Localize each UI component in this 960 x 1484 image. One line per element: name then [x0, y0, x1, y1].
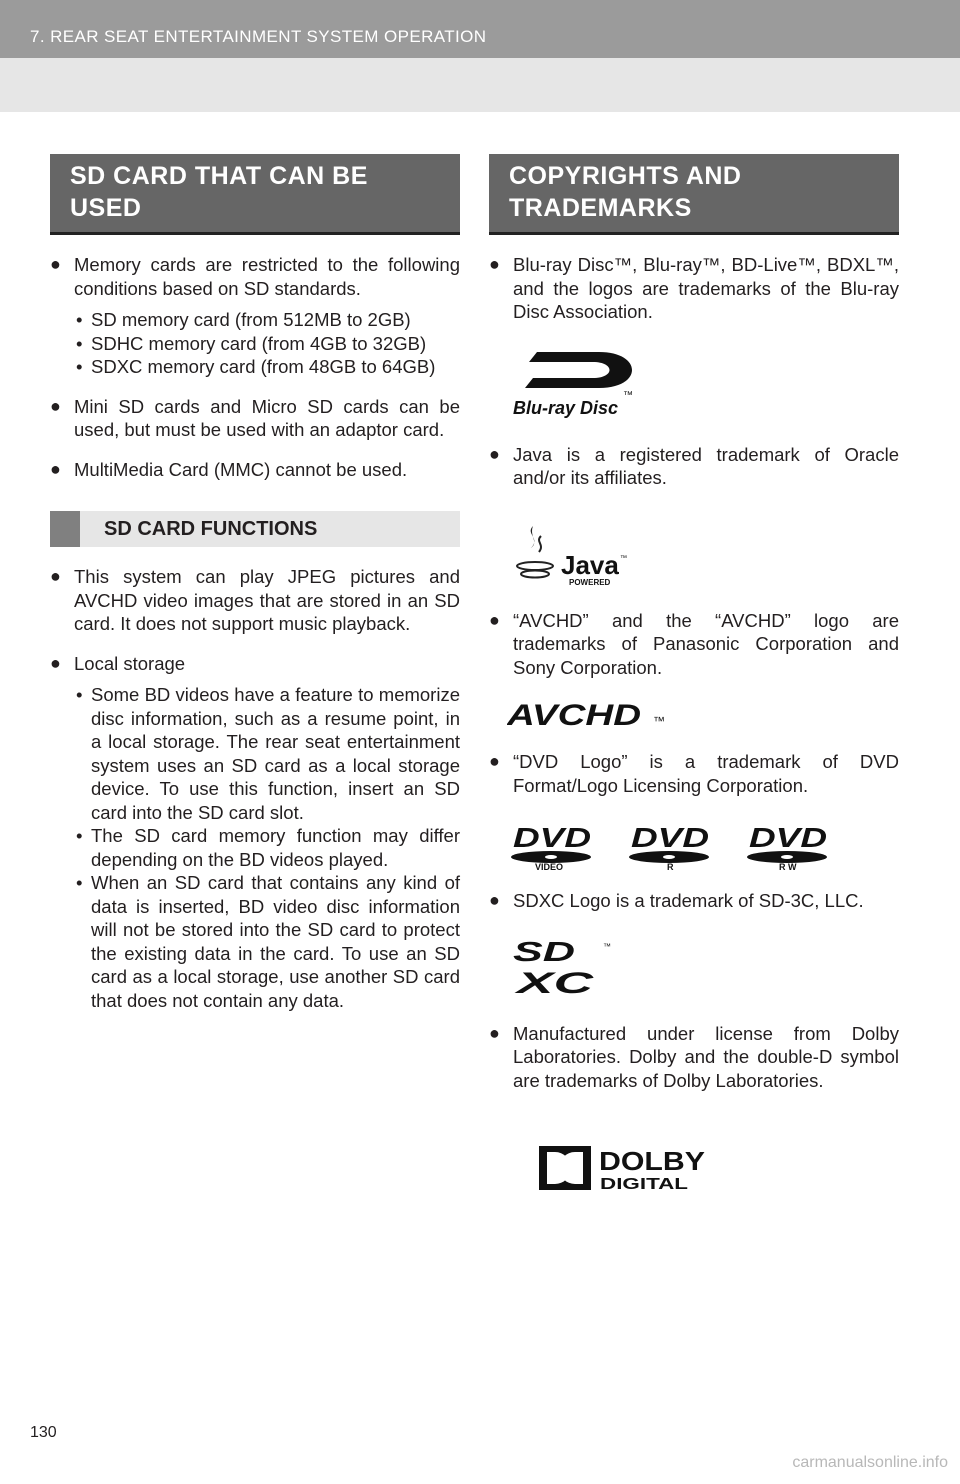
list-item: •SD memory card (from 512MB to 2GB) — [76, 309, 411, 330]
section-heading-sd-card-usable: SD CARD THAT CAN BE USED — [50, 154, 460, 235]
list-item: •SDHC memory card (from 4GB to 32GB) — [76, 332, 427, 354]
svg-text:DOLBY: DOLBY — [599, 1146, 705, 1176]
dvd-video-logo: DVD VIDEO — [511, 822, 591, 871]
section-heading-copyrights: COPYRIGHTS AND TRADEMARKS — [489, 154, 899, 235]
bullet-icon: ● — [489, 890, 500, 910]
sdxc-logo: SD XC ™ — [509, 935, 899, 1000]
svg-text:™: ™ — [623, 390, 633, 401]
java-logo: Java ™ POWERED — [511, 522, 899, 593]
bullet-icon: ● — [489, 443, 500, 464]
bullet-local-storage: ● Local storage — [50, 652, 186, 674]
bullet-java: ● Java is a registered trademark of Orac… — [489, 443, 899, 489]
svg-text:™: ™ — [603, 942, 611, 951]
svg-text:R W: R W — [779, 862, 797, 871]
svg-text:AVCHD: AVCHD — [507, 699, 641, 731]
local-storage-list: •Some BD videos have a feature to memori… — [50, 683, 460, 1012]
svg-text:™: ™ — [620, 555, 627, 562]
list-item: •The SD card memory function may differ … — [76, 825, 460, 870]
bullet-bluray: ● Blu-ray Disc™, Blu-ray™, BD-Live™, BDX… — [489, 254, 899, 322]
bullet-icon: ● — [50, 458, 61, 479]
svg-text:SD: SD — [513, 936, 575, 967]
chapter-bar: 7. REAR SEAT ENTERTAINMENT SYSTEM OPERAT… — [0, 0, 960, 58]
svg-text:Blu-ray Disc: Blu-ray Disc — [513, 398, 618, 418]
list-item: •Some BD videos have a feature to memori… — [76, 684, 460, 823]
chapter-title: 7. REAR SEAT ENTERTAINMENT SYSTEM OPERAT… — [30, 27, 487, 46]
bullet-sdxc: ● SDXC Logo is a trademark of SD-3C, LLC… — [489, 890, 864, 911]
avchd-logo: AVCHD ™ — [506, 699, 899, 736]
bluray-logo: Blu-ray Disc ™ — [511, 348, 899, 429]
bullet-icon: ● — [50, 395, 61, 416]
list-item: •When an SD card that contains any kind … — [76, 872, 460, 1011]
svg-text:DVD: DVD — [631, 822, 709, 853]
bullet-icon: ● — [50, 254, 61, 274]
right-column: COPYRIGHTS AND TRADEMARKS ● Blu-ray Disc… — [489, 154, 899, 1199]
bullet-mini-micro-sd: ● Mini SD cards and Micro SD cards can b… — [50, 395, 460, 441]
section-heading-sd-card-functions: SD CARD FUNCTIONS — [50, 511, 460, 547]
bullet-avchd: ● “AVCHD” and the “AVCHD” logo are trade… — [489, 609, 899, 678]
svg-text:™: ™ — [653, 714, 665, 728]
bullet-icon: ● — [489, 751, 500, 771]
bullet-dvd: ● “DVD Logo” is a trademark of DVD Forma… — [489, 751, 899, 796]
dvd-r-logo: DVD R — [629, 822, 709, 871]
svg-text:POWERED: POWERED — [569, 578, 611, 587]
svg-text:Java: Java — [561, 550, 619, 580]
svg-text:DVD: DVD — [749, 822, 827, 853]
svg-text:DVD: DVD — [513, 822, 591, 853]
svg-text:VIDEO: VIDEO — [535, 862, 563, 871]
page-number: 130 — [30, 1424, 57, 1441]
bullet-dolby: ● Manufactured under license from Dolby … — [489, 1022, 899, 1091]
dvd-logos: DVD VIDEO DVD R DVD R W — [509, 821, 899, 871]
bullet-icon: ● — [50, 652, 61, 673]
svg-text:DIGITAL: DIGITAL — [600, 1176, 688, 1193]
footer-watermark: carmanualsonline.info — [792, 1454, 948, 1471]
dvd-rw-logo: DVD R W — [747, 822, 827, 871]
bullet-jpeg-avchd: ● This system can play JPEG pictures and… — [50, 566, 460, 634]
left-column: SD CARD THAT CAN BE USED ● Memory cards … — [50, 154, 460, 1012]
svg-text:XC: XC — [513, 967, 595, 995]
list-item: •SDXC memory card (from 48GB to 64GB) — [76, 356, 436, 377]
bullet-icon: ● — [489, 1022, 500, 1043]
dolby-digital-logo: DOLBY DIGITAL — [537, 1142, 899, 1199]
bullet-mmc: ● MultiMedia Card (MMC) cannot be used. — [50, 458, 408, 480]
bullet-icon: ● — [489, 254, 500, 274]
sd-standards-list: •SD memory card (from 512MB to 2GB) •SDH… — [50, 308, 460, 379]
bullet-memory-cards: ● Memory cards are restricted to the fol… — [50, 254, 460, 299]
bullet-icon: ● — [50, 566, 61, 586]
svg-text:R: R — [667, 862, 674, 871]
bullet-icon: ● — [489, 609, 500, 630]
